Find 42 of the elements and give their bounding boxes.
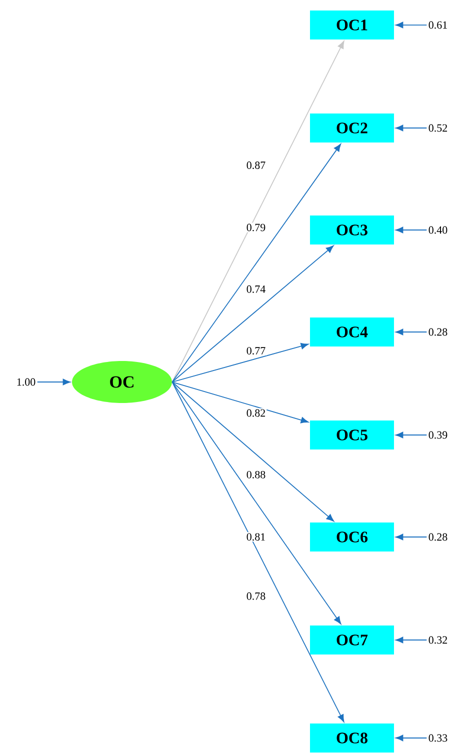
arrow xyxy=(172,342,309,382)
arrow xyxy=(396,534,428,540)
edge-label: 0.88 xyxy=(245,470,267,480)
indicator-box: OC1 xyxy=(310,10,394,40)
indicator-box: OC6 xyxy=(310,522,394,552)
arrow xyxy=(172,245,334,382)
arrow xyxy=(396,328,428,336)
indicator-box: OC7 xyxy=(310,626,394,654)
value-label: 0.33 xyxy=(428,734,448,742)
edge-label: 0.82 xyxy=(245,408,267,418)
arrow xyxy=(172,382,342,624)
arrow xyxy=(396,636,428,644)
value-label: 0.39 xyxy=(428,431,448,439)
edge-label: 0.77 xyxy=(245,346,267,356)
value-label: 0.40 xyxy=(428,226,448,234)
arrow xyxy=(396,22,428,28)
edge-label: 0.78 xyxy=(245,591,267,601)
indicator-box: OC4 xyxy=(310,318,394,346)
value-label: 0.28 xyxy=(428,533,448,541)
arrow xyxy=(172,382,344,722)
arrow xyxy=(396,226,428,234)
value-label: 0.52 xyxy=(428,124,447,132)
indicator-box: OC3 xyxy=(310,216,394,244)
edge-label: 0.74 xyxy=(245,284,267,294)
value-label: 0.61 xyxy=(428,21,447,29)
value-label: 0.32 xyxy=(428,636,447,644)
edge-label: 0.87 xyxy=(245,160,267,170)
arrow xyxy=(36,378,70,386)
arrow xyxy=(396,124,428,132)
arrow xyxy=(172,40,344,382)
arrow xyxy=(396,734,428,742)
edge-label: 0.81 xyxy=(245,532,267,542)
arrow xyxy=(396,432,428,438)
edge-label: 0.79 xyxy=(245,222,267,232)
arrow xyxy=(172,382,309,424)
indicator-box: OC8 xyxy=(310,724,394,752)
arrow xyxy=(172,382,334,522)
arrow xyxy=(172,144,341,382)
value-label: 1.00 xyxy=(17,378,36,386)
value-label: 0.28 xyxy=(428,328,448,336)
indicator-box: OC5 xyxy=(310,420,394,450)
indicator-box: OC2 xyxy=(310,114,394,142)
